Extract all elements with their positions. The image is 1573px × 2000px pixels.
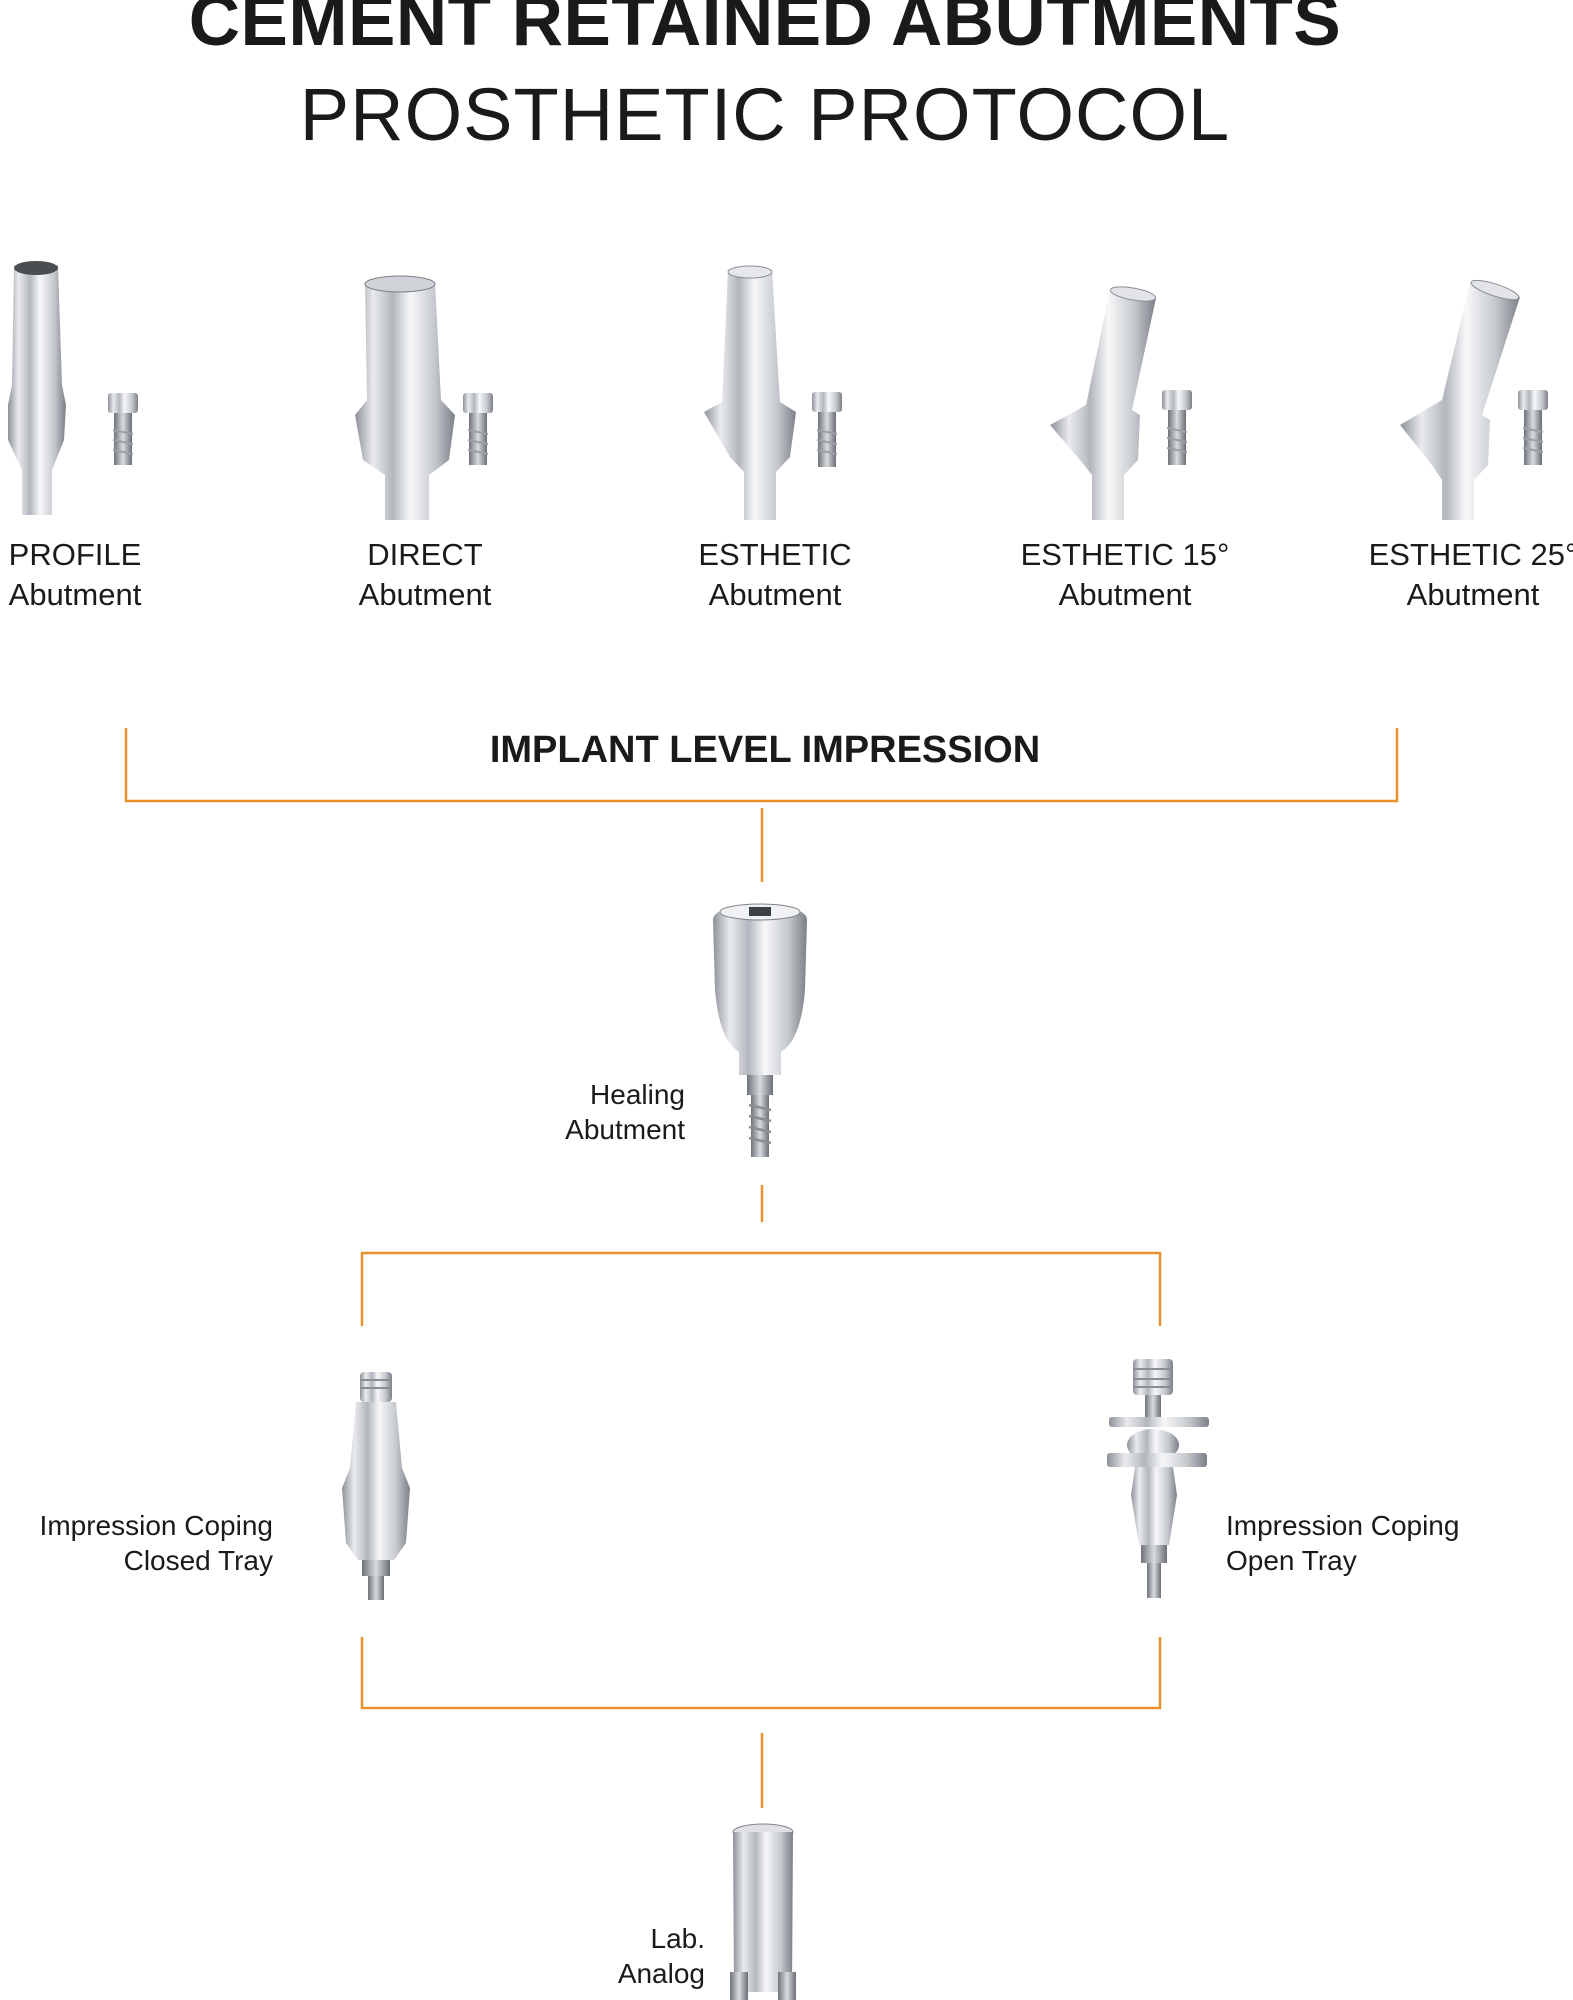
top-bracket	[124, 728, 1399, 803]
merge-bracket	[360, 1637, 1162, 1710]
esthetic-15-abutment-image	[1050, 286, 1192, 520]
lab-analog-label: Lab.Analog	[617, 1923, 705, 1989]
page-subtitle: PROSTHETIC PROTOCOL	[299, 73, 1231, 156]
esthetic-abutment-image	[704, 265, 842, 520]
closed-tray-coping-image	[342, 1372, 410, 1600]
esthetic-25-abutment-label: ESTHETIC 25°Abutment	[1368, 537, 1573, 612]
esthetic-25-abutment-image	[1400, 279, 1548, 520]
lab-analog-image	[730, 1823, 796, 2000]
split-bracket	[360, 1251, 1162, 1326]
section-title: IMPLANT LEVEL IMPRESSION	[489, 729, 1041, 771]
profile-abutment-image	[8, 261, 138, 515]
healing-abutment-image	[713, 903, 807, 1157]
open-tray-coping-image	[1107, 1359, 1209, 1598]
direct-abutment-image	[355, 275, 493, 520]
esthetic-15-abutment-label: ESTHETIC 15°Abutment	[1020, 537, 1230, 612]
page-title: CEMENT RETAINED ABUTMENTS	[188, 0, 1342, 61]
